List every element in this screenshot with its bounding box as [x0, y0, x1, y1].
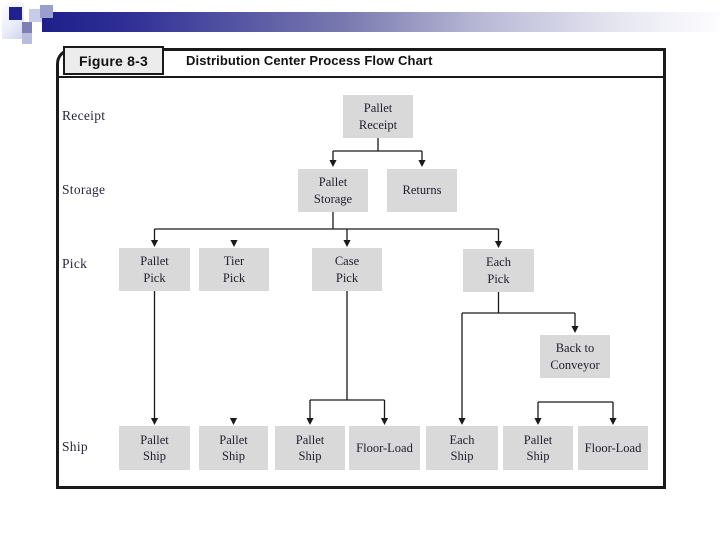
node-label: Pallet — [140, 432, 169, 447]
node-label: Ship — [298, 449, 322, 463]
node-label: Floor-Load — [356, 440, 413, 455]
node-label: Each — [449, 432, 475, 447]
node-back-to-conveyor: Back to Conveyor — [540, 335, 610, 378]
node-pallet-storage: Pallet Storage — [298, 169, 368, 212]
node-label: Pallet — [140, 254, 169, 269]
node-label: Pallet — [318, 175, 348, 190]
header-divider — [58, 76, 664, 78]
node-label: Pick — [487, 271, 510, 286]
node-pallet-receipt: Pallet Receipt — [343, 95, 413, 138]
node-label: Pallet — [295, 432, 325, 447]
node-label: Ship — [143, 449, 166, 463]
figure-title: Distribution Center Process Flow Chart — [186, 53, 433, 68]
node-pallet-ship-3: Pallet Ship — [275, 426, 345, 470]
node-label: Pallet — [219, 432, 248, 447]
node-label: Ship — [526, 449, 550, 463]
deco-square-lavender-2 — [40, 5, 53, 18]
top-gradient-bar — [42, 12, 720, 32]
node-label: Returns — [402, 183, 442, 198]
figure-number-tab: Figure 8-3 — [63, 46, 164, 75]
node-label: Storage — [313, 191, 353, 206]
row-label-pick: Pick — [62, 256, 88, 271]
node-label: Conveyor — [550, 357, 600, 372]
node-label: Floor-Load — [584, 440, 642, 455]
row-label-storage: Storage — [62, 182, 106, 197]
row-label-receipt: Receipt — [62, 108, 106, 123]
node-pallet-ship-1: Pallet Ship — [119, 426, 190, 470]
node-label: Ship — [222, 449, 245, 463]
node-label: Receipt — [358, 117, 398, 132]
figure-number: Figure 8-3 — [79, 52, 148, 69]
deco-square-navy — [9, 7, 22, 20]
node-each-ship: Each Ship — [426, 426, 498, 470]
node-pallet-ship-4: Pallet Ship — [503, 426, 573, 470]
node-floor-load-1: Floor-Load — [349, 426, 420, 470]
node-tier-pick: Tier Pick — [199, 248, 269, 291]
node-pallet-pick: Pallet Pick — [119, 248, 190, 291]
node-label: Pallet — [523, 432, 553, 447]
node-label: Pallet — [363, 101, 393, 116]
node-each-pick: Each Pick — [463, 249, 534, 292]
deco-square-lavender-3 — [22, 33, 32, 44]
node-pallet-ship-2: Pallet Ship — [199, 426, 268, 470]
node-label: Pick — [222, 270, 246, 285]
row-label-ship: Ship — [62, 439, 88, 454]
node-label: Tier — [223, 254, 245, 269]
deco-square-purple — [22, 22, 32, 33]
node-label: Ship — [450, 449, 474, 463]
node-label: Back to — [555, 341, 595, 356]
node-label: Pick — [335, 270, 359, 285]
node-label: Case — [334, 254, 360, 269]
node-floor-load-2: Floor-Load — [578, 426, 648, 470]
node-label: Each — [486, 255, 511, 270]
node-case-pick: Case Pick — [312, 248, 382, 291]
deco-square-lavender-1 — [29, 9, 42, 22]
node-label: Pick — [143, 270, 166, 285]
node-returns: Returns — [387, 169, 457, 212]
